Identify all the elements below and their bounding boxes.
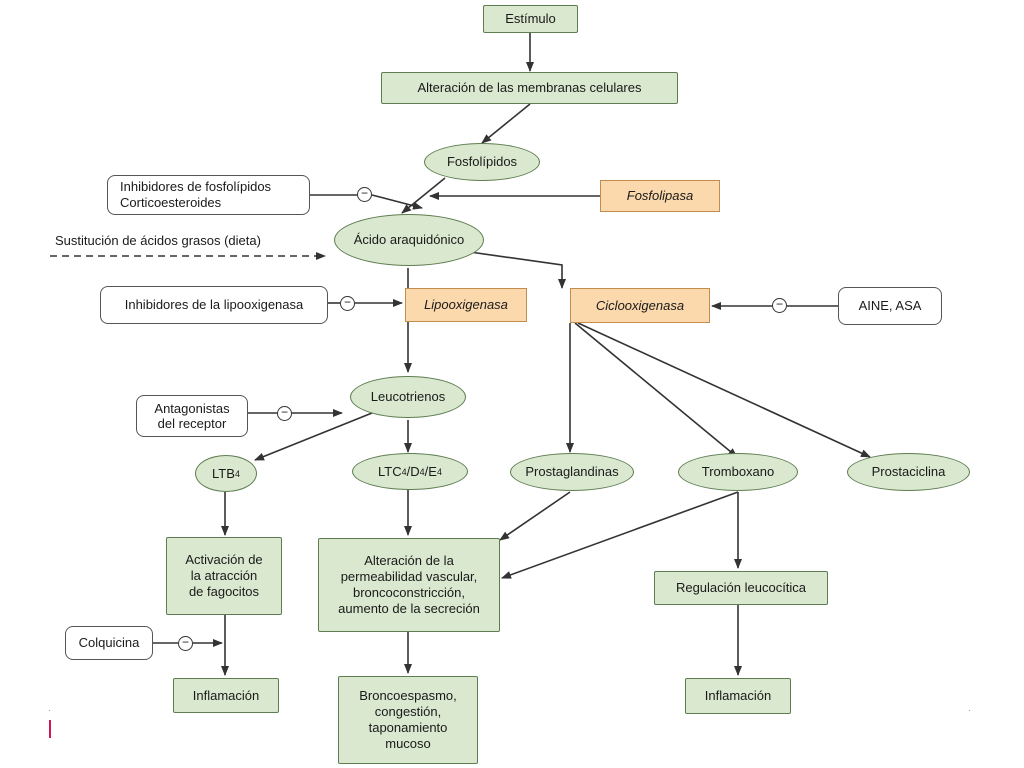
node-regulacion-leucocitica: Regulación leucocítica [654,571,828,605]
node-activacion-fagocitos: Activación de la atracción de fagocitos [166,537,282,615]
corner-dot-left [49,710,50,711]
inhibition-icon-lipooxigenasa: − [340,296,355,311]
inhibition-icon-aine: − [772,298,787,313]
arrow-leucotrienos-to-ltb4 [254,412,373,461]
node-tromboxano: Tromboxano [678,453,798,491]
ltb4-subscript: 4 [234,468,240,479]
node-colquicina: Colquicina [65,626,153,660]
line-inhibidores-fosfolipidos-2 [371,194,423,210]
corner-dot-right [969,710,970,711]
node-ciclooxigenasa: Ciclooxigenasa [570,288,710,323]
arrow-membranas-to-fosfolipidos [481,103,531,144]
node-fosfolipidos: Fosfolípidos [424,143,540,181]
node-acido-araquidonico: Ácido araquidónico [334,214,484,266]
ltc-label-3: /E [424,463,437,479]
ltc-label-1: LTC [378,463,402,479]
node-alteracion-permeabilidad: Alteración de la permeabilidad vascular,… [318,538,500,632]
node-inhibidores-lipooxigenasa: Inhibidores de la lipooxigenasa [100,286,328,324]
node-inflamacion-left: Inflamación [173,678,279,713]
node-estimulo: Estímulo [483,5,578,33]
node-lipooxigenasa: Lipooxigenasa [405,288,527,322]
inhibition-icon-antagonistas: − [277,406,292,421]
line-acido-to-ciclooxigenasa [469,251,566,289]
arrow-tromboxano-to-alteracion [501,491,739,579]
inhibition-icon-fosfolipidos: − [357,187,372,202]
ltb4-label: LTB [212,465,235,481]
arrow-cox-to-prostaciclina [577,322,871,458]
node-prostaglandinas: Prostaglandinas [510,453,634,491]
node-antagonistas: Antagonistas del receptor [136,395,248,437]
node-broncoespasmo: Broncoespasmo, congestión, taponamiento … [338,676,478,764]
arrow-fosfolipidos-to-acido [401,177,446,214]
node-inflamacion-right: Inflamación [685,678,791,714]
arrow-prostaglandinas-to-alteracion [499,491,571,541]
inhibition-icon-colquicina: − [178,636,193,651]
node-prostaciclina: Prostaciclina [847,453,970,491]
arrow-cox-to-tromboxano [574,322,738,458]
ltc-sub-1: 4 [401,466,407,477]
ltc-sub-3: 4 [436,466,442,477]
ltc-label-2: /D [406,463,420,479]
node-alteracion-membranas: Alteración de las membranas celulares [381,72,678,104]
node-leucotrienos: Leucotrienos [350,376,466,418]
node-fosfolipasa: Fosfolipasa [600,180,720,212]
ltc-sub-2: 4 [419,466,425,477]
accent-bar [49,720,51,738]
node-aine-asa: AINE, ASA [838,287,942,325]
node-inhibidores-fosfolipidos: Inhibidores de fosfolípidos Corticoester… [107,175,310,215]
label-sustitucion: Sustitución de ácidos grasos (dieta) [55,233,261,248]
